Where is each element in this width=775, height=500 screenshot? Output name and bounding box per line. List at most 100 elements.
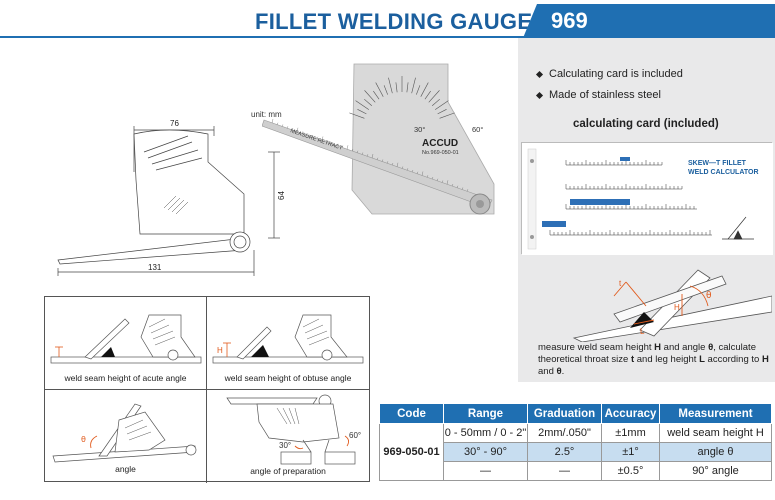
- blade-tick: [401, 166, 404, 169]
- blade-tick: [416, 171, 419, 174]
- calc-description: measure weld seam height H and angle θ, …: [538, 342, 769, 377]
- product-code: 969: [551, 8, 588, 33]
- spec-table: Code Range Graduation Accuracy Measureme…: [379, 403, 772, 481]
- photo-fan-tick: [406, 82, 409, 93]
- card-label-2: WELD CALCULATOR: [688, 169, 759, 176]
- bullet-icon: [535, 70, 544, 78]
- col-graduation: Graduation: [527, 403, 602, 424]
- prep-60-label: 60°: [349, 431, 361, 440]
- caption-angle: angle: [115, 464, 136, 474]
- photo-fan-tick: [364, 90, 376, 103]
- usage-figures-grid: weld seam height of acute angle H weld s…: [44, 296, 370, 483]
- col-code: Code: [379, 403, 444, 424]
- table-header-row: Code Range Graduation Accuracy Measureme…: [379, 403, 772, 424]
- dimension-drawing: 76 64 131: [48, 112, 298, 277]
- photo-fan-tick: [388, 77, 393, 94]
- blade-tick: [381, 159, 384, 162]
- feature-item: Made of stainless steel: [535, 89, 661, 101]
- dim-131: 131: [148, 263, 162, 272]
- blade-tick: [356, 150, 359, 153]
- table-row: — — ±0.5° 90° angle: [380, 461, 772, 481]
- header-rule: [0, 36, 775, 38]
- blade-tick: [436, 178, 439, 181]
- table-cell: ±0.5°: [601, 461, 660, 481]
- table-cell: —: [443, 461, 528, 481]
- photo-fan-tick: [349, 112, 365, 119]
- blade-tick: [311, 134, 314, 138]
- table-row: 969-050-01 0 - 50mm / 0 - 2" 2mm/.050" ±…: [379, 423, 772, 481]
- calc-label-l: L: [640, 327, 645, 336]
- table-cell: —: [527, 461, 602, 481]
- table-cell: weld seam height H: [659, 423, 772, 443]
- photo-fan-tick: [373, 90, 380, 100]
- col-measurement: Measurement: [659, 403, 772, 424]
- blade-tick: [386, 161, 389, 164]
- table-row: 30° - 90° 2.5° ±1° angle θ: [380, 442, 772, 462]
- angle-theta-label: θ: [81, 435, 86, 444]
- blade-tick: [346, 145, 349, 150]
- blade-tick: [321, 136, 324, 141]
- blade-tick: [336, 143, 339, 146]
- blade-tick: [456, 185, 459, 188]
- blade-tick: [331, 141, 334, 145]
- blade-tick: [431, 176, 434, 180]
- product-photo: 30° 60° ACCUD No.969-050-01 MEASURE RETR…: [261, 62, 514, 222]
- photo-fan-tick: [355, 100, 370, 110]
- blade-tick: [301, 131, 304, 134]
- blade-tick: [411, 169, 414, 173]
- page-title: FILLET WELDING GAUGE: [255, 9, 533, 34]
- blade-tick: [451, 183, 454, 187]
- blade-tick: [276, 122, 279, 125]
- photo-fan-tick: [431, 98, 440, 106]
- table-cell: 30° - 90°: [443, 442, 528, 462]
- photo-scale-label: MEASURE RETRACT: [289, 128, 343, 152]
- product-code-tab: 969: [523, 4, 775, 38]
- photo-fan-tick: [424, 90, 431, 100]
- blade-tick: [441, 180, 444, 183]
- photo-fan-tick: [395, 82, 398, 93]
- blade-tick: [306, 133, 309, 136]
- calc-label-t: t: [619, 279, 622, 288]
- table-cell: ±1mm: [601, 423, 660, 443]
- card-label-1: SKEW—T FILLET: [688, 160, 747, 167]
- photo-60: 60°: [472, 125, 483, 134]
- photo-fan-tick: [428, 90, 440, 103]
- blade-tick: [421, 171, 424, 176]
- photo-model: No.969-050-01: [422, 150, 459, 156]
- code-cell: 969-050-01: [379, 423, 444, 481]
- blade-tick: [466, 189, 469, 192]
- photo-fan-tick: [375, 82, 384, 97]
- bullet-icon: [535, 91, 544, 99]
- blade-tick: [371, 153, 374, 159]
- blade-tick: [446, 180, 449, 185]
- photo-brand: ACCUD: [422, 138, 458, 149]
- figure-preparation: 30° 60° angle of preparation: [207, 390, 369, 483]
- figure-obtuse: H weld seam height of obtuse angle: [207, 297, 369, 390]
- card-title: calculating card (included): [573, 118, 719, 130]
- blade-tick: [281, 124, 284, 127]
- obtuse-h-label: H: [217, 346, 223, 355]
- photo-fan-tick: [439, 112, 455, 119]
- unit-label: unit: mm: [251, 110, 282, 119]
- table-cell: ±1°: [601, 442, 660, 462]
- blade-tick: [376, 157, 379, 160]
- blade-tick: [461, 187, 464, 190]
- caption-preparation: angle of preparation: [250, 466, 326, 476]
- calc-label-h: H: [674, 303, 680, 312]
- table-cell: 0 - 50mm / 0 - 2": [443, 423, 528, 443]
- blade-tick: [406, 168, 409, 171]
- caption-obtuse: weld seam height of obtuse angle: [224, 373, 352, 383]
- blade-tick: [341, 145, 344, 148]
- calculation-diagram: t L H θ: [522, 256, 773, 343]
- photo-fan-tick: [411, 77, 416, 94]
- blade-tick: [426, 175, 429, 178]
- photo-fan-tick: [357, 109, 367, 115]
- photo-fan-tick: [420, 82, 429, 97]
- caption-acute: weld seam height of acute angle: [64, 373, 187, 383]
- photo-fan-tick: [416, 85, 421, 95]
- calc-label-theta: θ: [706, 291, 712, 301]
- blade-tick: [286, 126, 289, 129]
- blade-tick: [291, 127, 294, 131]
- dim-64: 64: [277, 191, 286, 200]
- blade-tick: [396, 162, 399, 167]
